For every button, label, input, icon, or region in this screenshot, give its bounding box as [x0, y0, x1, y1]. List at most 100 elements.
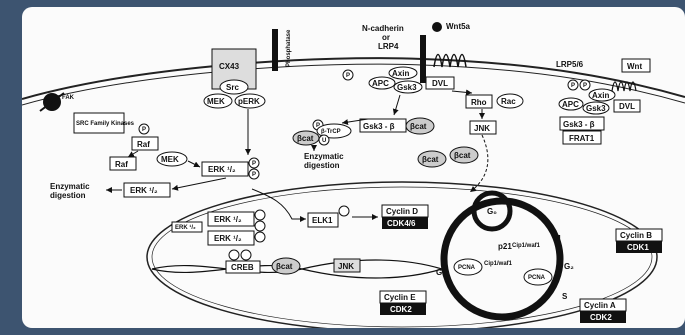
creb-p-2: [240, 249, 252, 261]
enzymatic-label-1: Enzymatic: [304, 152, 344, 161]
erk2-box: [123, 182, 171, 198]
nuc-p-1: [254, 209, 266, 221]
jnk-cyto-box: [469, 120, 497, 135]
p-raf-label: P: [142, 127, 146, 133]
elk1-box: [307, 212, 339, 228]
gsk3-node: [393, 80, 423, 94]
axin-label: Axin: [392, 69, 409, 78]
raf2-box: [109, 156, 137, 171]
gsk3b2-label: Gsk3 - β: [563, 120, 595, 129]
perk-node: [234, 93, 266, 109]
fak-label: FAK: [62, 95, 75, 101]
cdk46-box: [382, 217, 428, 229]
pcna1-label: PCNA: [458, 265, 476, 271]
p-raf: [138, 123, 150, 135]
erk2-label: ERK ¹/₂: [130, 186, 158, 195]
ubiquitin-node: [318, 134, 330, 146]
p-lrp-1-label: P: [571, 83, 575, 89]
gsk3b-label: Gsk3 - β: [363, 122, 395, 131]
nuc-jnk-label: JNK: [338, 262, 354, 271]
phosphatase-label: Phosphatase: [286, 29, 292, 67]
nuc-jnk-box: [333, 258, 361, 273]
nuc-erk-c-box: [207, 230, 255, 246]
cyclin-d-label: Cyclin D: [386, 207, 418, 216]
perk-label: pERK: [238, 97, 260, 106]
cell-membrane-inner: [22, 63, 685, 106]
p-erk-2-label: P: [252, 172, 256, 178]
enzymatic-label-2: Enzymatic: [50, 182, 90, 191]
p-erk-1-label: P: [252, 161, 256, 167]
wnt5a-label: Wnt5a: [446, 22, 471, 31]
pcna1-node: [453, 258, 483, 276]
pcna2-label: PCNA: [528, 275, 546, 281]
cx43-label: CX43: [219, 62, 240, 71]
nucleus: [146, 181, 658, 328]
cdk46-label: CDK4/6: [387, 219, 416, 228]
gsk3-2-node: [582, 101, 610, 115]
p-lrp-2: [579, 79, 591, 91]
dvl2-box: [613, 99, 641, 113]
lrp56-label: LRP5/6: [556, 60, 584, 69]
jnk-cyto-label: JNK: [474, 124, 490, 133]
src-family-box: [73, 112, 125, 134]
bcat-free-1: [417, 150, 447, 168]
frat1-label: FRAT1: [569, 134, 595, 143]
lrp4-label: LRP4: [378, 42, 399, 51]
dna-strand-2: [151, 264, 443, 279]
raf1-box: [131, 136, 159, 151]
cdk2-e-label: CDK2: [390, 305, 412, 314]
src-label: Src: [226, 83, 239, 92]
nuc-erk-a-label: ERK ¹/₂: [214, 215, 242, 224]
cell-membrane: [22, 57, 685, 100]
nuc-erk-a-box: [207, 211, 255, 227]
fak-line: [39, 92, 65, 112]
nuc-p-3: [254, 231, 266, 243]
rac-node: [496, 93, 524, 109]
arrow-gsk-btrcp: [341, 118, 369, 126]
cdk2-e-box: [380, 303, 426, 315]
gsk3b2-box: [559, 116, 605, 131]
bcat-node: [405, 117, 435, 135]
wnt-box: [621, 58, 651, 73]
p-axin-label: P: [346, 73, 350, 79]
cyclin-b-label: Cyclin B: [620, 231, 652, 240]
signaling-pathway-diagram: FAK SRC Family Kinases CX43 Src MEK pERK…: [22, 22, 685, 328]
p-lrp-2-label: P: [583, 83, 587, 89]
frizzled-receptor: [433, 53, 467, 68]
mek-label: MEK: [161, 155, 179, 164]
btrcp-label: β-TrCP: [321, 129, 341, 135]
frat1-box: [562, 130, 602, 145]
cdk1-label: CDK1: [627, 243, 649, 252]
mek-top-node: [203, 93, 233, 109]
arrow-receptor-rho: [451, 89, 473, 96]
p-erk-1: [248, 157, 260, 169]
ubiquitin-label: U: [322, 138, 326, 144]
g0-label: G₀: [487, 207, 497, 216]
raf1-label: Raf: [137, 140, 150, 149]
g2-label: G₂: [564, 262, 574, 271]
elk1-p: [338, 205, 350, 217]
s-label: S: [562, 292, 568, 301]
frizzled-receptor-2: [611, 81, 637, 92]
raf2-label: Raf: [115, 160, 128, 169]
cdk1-box: [616, 241, 662, 253]
phosphatase-bar: [272, 29, 278, 71]
arrow-jnk-nucleus: [469, 134, 489, 193]
cyclin-e-label: Cyclin E: [384, 293, 416, 302]
dvl2-label: DVL: [619, 102, 635, 111]
p-lrp-1: [567, 79, 579, 91]
dvl-label: DVL: [432, 79, 448, 88]
bcat-free-2-label: βcat: [454, 151, 471, 160]
gsk3-2-label: Gsk3: [586, 104, 606, 113]
bcat-free-2: [449, 146, 479, 164]
digestion-label-1: digestion: [304, 161, 340, 170]
cip-waf-label-2: Cip1/waf1: [484, 261, 513, 267]
nucleus-inner: [151, 186, 653, 328]
dvl-box: [425, 76, 455, 90]
apc2-label: APC: [562, 100, 579, 109]
bcat-label: βcat: [410, 122, 427, 131]
apc2-node: [558, 97, 584, 111]
lrp4-receptor: [420, 35, 426, 83]
nuc-bcat-node: [271, 257, 301, 275]
axin2-node: [588, 88, 616, 102]
